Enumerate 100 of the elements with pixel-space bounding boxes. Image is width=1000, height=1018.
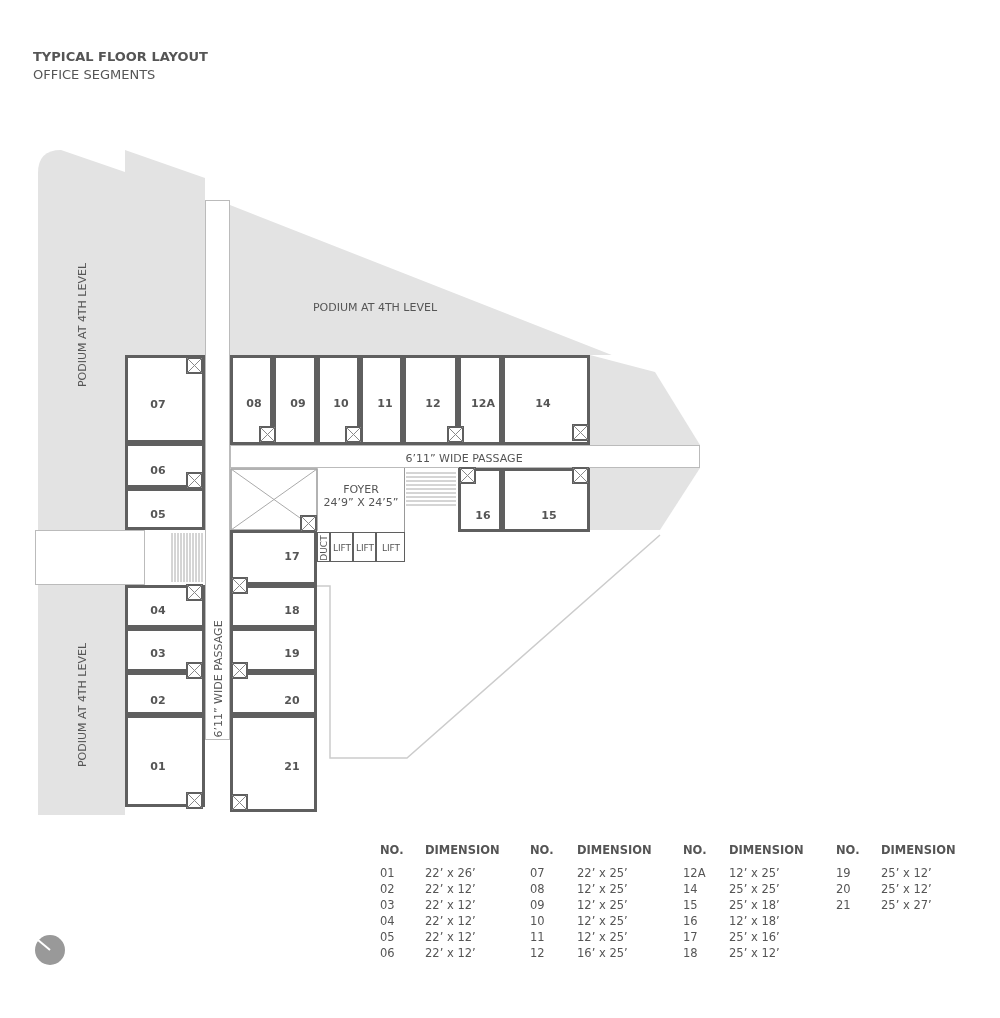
office-unit bbox=[502, 468, 590, 532]
unit-number: 07 bbox=[150, 397, 166, 411]
area-label: PODIUM AT 4TH LEVEL bbox=[75, 262, 89, 388]
passage bbox=[230, 445, 700, 468]
table-cell: 15 bbox=[683, 898, 698, 912]
table-cell: 12’ x 25’ bbox=[577, 882, 628, 896]
table-cell: 25’ x 27’ bbox=[881, 898, 932, 912]
office-unit bbox=[230, 355, 273, 445]
lift-label: LIFT bbox=[381, 541, 401, 555]
table-cell: 22’ x 26’ bbox=[425, 866, 476, 880]
table-cell: 06 bbox=[380, 946, 395, 960]
table-cell: 08 bbox=[530, 882, 545, 896]
unit-number: 16 bbox=[475, 508, 491, 522]
table-cell: 25’ x 12’ bbox=[729, 946, 780, 960]
lift-label: LIFT bbox=[355, 541, 375, 555]
table-cell: 25’ x 25’ bbox=[729, 882, 780, 896]
table-cell: 12 bbox=[530, 946, 545, 960]
office-unit bbox=[125, 355, 205, 443]
office-unit bbox=[230, 530, 317, 585]
unit-number: 19 bbox=[284, 646, 300, 660]
unit-number: 14 bbox=[535, 396, 551, 410]
duct-label: DUCT bbox=[317, 535, 330, 561]
unit-number: 02 bbox=[150, 693, 166, 707]
dimension-label: 24’9” X 24’5” bbox=[323, 496, 399, 509]
unit-number: 09 bbox=[290, 396, 306, 410]
area-label: PODIUM AT 4TH LEVEL bbox=[312, 300, 438, 314]
unit-number: 03 bbox=[150, 646, 166, 660]
table-cell: 04 bbox=[380, 914, 395, 928]
table-cell: 11 bbox=[530, 930, 545, 944]
unit-number: 05 bbox=[150, 507, 166, 521]
office-unit bbox=[230, 715, 317, 812]
office-unit bbox=[125, 715, 205, 807]
table-cell: 12A bbox=[683, 866, 706, 880]
office-unit bbox=[458, 355, 502, 445]
office-unit bbox=[125, 488, 205, 530]
lift-shaft bbox=[376, 532, 405, 562]
table-cell: 12’ x 25’ bbox=[577, 898, 628, 912]
table-cell: 12’ x 25’ bbox=[577, 930, 628, 944]
passage-label: 6’11” WIDE PASSAGE bbox=[211, 620, 225, 738]
table-header: NO. bbox=[836, 843, 860, 857]
office-unit bbox=[403, 355, 458, 445]
office-unit bbox=[230, 672, 317, 715]
office-unit bbox=[125, 585, 205, 628]
office-unit bbox=[230, 628, 317, 672]
table-cell: 25’ x 12’ bbox=[881, 866, 932, 880]
unit-number: 11 bbox=[377, 396, 393, 410]
table-cell: 12’ x 18’ bbox=[729, 914, 780, 928]
unit-number: 17 bbox=[284, 549, 300, 563]
table-cell: 09 bbox=[530, 898, 545, 912]
office-unit bbox=[502, 355, 590, 445]
table-cell: 07 bbox=[530, 866, 545, 880]
unit-number: 08 bbox=[246, 396, 262, 410]
podium-area bbox=[36, 148, 125, 530]
table-cell: 05 bbox=[380, 930, 395, 944]
office-unit bbox=[458, 468, 502, 532]
table-cell: 16’ x 25’ bbox=[577, 946, 628, 960]
table-cell: 20 bbox=[836, 882, 851, 896]
table-header: NO. bbox=[530, 843, 554, 857]
title: TYPICAL FLOOR LAYOUT bbox=[33, 49, 208, 64]
table-cell: 22’ x 12’ bbox=[425, 914, 476, 928]
unit-number: 15 bbox=[541, 508, 557, 522]
table-cell: 03 bbox=[380, 898, 395, 912]
passage bbox=[205, 200, 230, 740]
table-header: NO. bbox=[380, 843, 404, 857]
table-cell: 16 bbox=[683, 914, 698, 928]
table-cell: 22’ x 12’ bbox=[425, 930, 476, 944]
lift-shaft bbox=[353, 532, 376, 562]
office-unit bbox=[125, 443, 205, 488]
table-header: DIMENSION bbox=[881, 843, 956, 857]
unit-number: 10 bbox=[333, 396, 349, 410]
unit-number: 12A bbox=[471, 396, 495, 410]
office-unit bbox=[360, 355, 403, 445]
table-cell: 12’ x 25’ bbox=[577, 914, 628, 928]
table-cell: 21 bbox=[836, 898, 851, 912]
unit-number: 04 bbox=[150, 603, 166, 617]
table-cell: 19 bbox=[836, 866, 851, 880]
unit-number: 12 bbox=[425, 396, 441, 410]
table-cell: 25’ x 12’ bbox=[881, 882, 932, 896]
table-cell: 22’ x 12’ bbox=[425, 898, 476, 912]
table-cell: 01 bbox=[380, 866, 395, 880]
table-header: DIMENSION bbox=[729, 843, 804, 857]
office-unit bbox=[317, 355, 360, 445]
area-label: PODIUM AT 4TH LEVEL bbox=[75, 642, 89, 768]
podium-area bbox=[36, 585, 125, 815]
unit-number: 21 bbox=[284, 759, 300, 773]
unit-number: 20 bbox=[284, 693, 300, 707]
unit-number: 01 bbox=[150, 759, 166, 773]
table-cell: 22’ x 25’ bbox=[577, 866, 628, 880]
office-unit bbox=[230, 585, 317, 628]
table-cell: 14 bbox=[683, 882, 698, 896]
lift-label: LIFT bbox=[332, 541, 352, 555]
table-cell: 22’ x 12’ bbox=[425, 882, 476, 896]
office-unit bbox=[125, 628, 205, 672]
office-unit bbox=[125, 672, 205, 715]
unit-number: 18 bbox=[284, 603, 300, 617]
table-cell: 10 bbox=[530, 914, 545, 928]
table-cell: 17 bbox=[683, 930, 698, 944]
table-cell: 02 bbox=[380, 882, 395, 896]
table-cell: 12’ x 25’ bbox=[729, 866, 780, 880]
lift-shaft bbox=[330, 532, 353, 562]
